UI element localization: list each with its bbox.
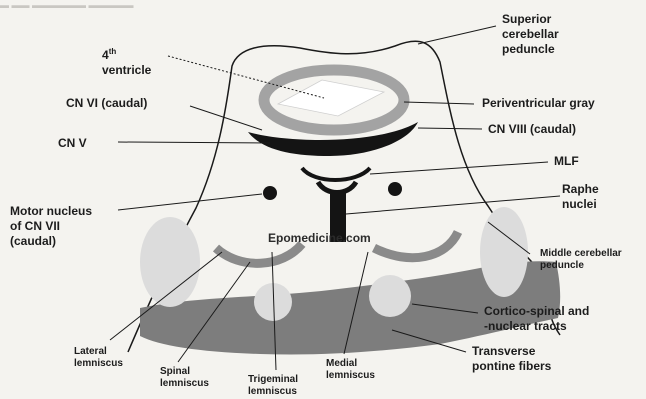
label-cn-v: CN V [58, 136, 87, 151]
label-motor-nucleus-cn-vii: Motor nucleus of CN VII (caudal) [10, 204, 92, 249]
label-trigeminal-lemniscus: Trigeminal lemniscus [248, 374, 298, 398]
label-fourth-ventricle: 4th ventricle [102, 44, 151, 78]
label-cn-vi-caudal: CN VI (caudal) [66, 96, 147, 111]
mlf [302, 168, 370, 180]
label-cortico-spinal-tracts: Cortico-spinal and -nuclear tracts [484, 304, 589, 334]
raphe-cap [318, 182, 356, 193]
label-raphe-nuclei: Raphe nuclei [562, 182, 599, 212]
fourth-ventricle [278, 80, 384, 116]
label-medial-lemniscus: Medial lemniscus [326, 358, 375, 382]
label-lateral-lemniscus: Lateral lemniscus [74, 346, 123, 370]
middle-cerebellar-peduncle-left [140, 217, 200, 307]
corticospinal-tract-right [369, 275, 411, 317]
label-transverse-pontine-fibers: Transverse pontine fibers [472, 344, 551, 374]
label-mlf: MLF [554, 154, 579, 169]
middle-cerebellar-peduncle-right [480, 207, 528, 297]
watermark: Epomedicine.com [268, 231, 371, 245]
lemniscus-arc-left [216, 244, 302, 263]
motor-nucleus-cn-vii-right [388, 182, 402, 196]
label-middle-cerebellar-peduncle: Middle cerebellar peduncle [540, 248, 622, 272]
label-spinal-lemniscus: Spinal lemniscus [160, 366, 209, 390]
label-cn-viii-caudal: CN VIII (caudal) [488, 122, 576, 137]
motor-nucleus-cn-vii-left [263, 186, 277, 200]
lemniscus-arc-right [374, 232, 458, 258]
label-superior-cerebellar-peduncle: Superior cerebellar peduncle [502, 12, 559, 57]
label-periventricular-gray: Periventricular gray [482, 96, 595, 111]
